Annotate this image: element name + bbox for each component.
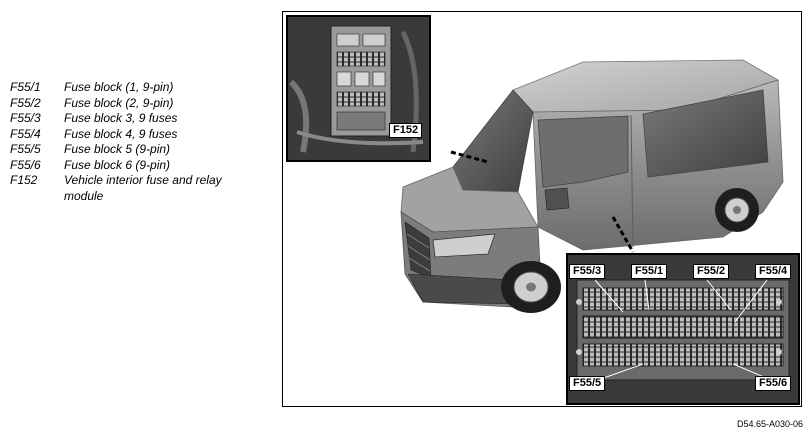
legend-desc: Fuse block 5 (9-pin) (64, 142, 171, 156)
callout-f152: F152 (389, 123, 423, 138)
legend-row: F55/2 Fuse block (2, 9-pin) (10, 96, 260, 112)
legend-desc: Fuse block (2, 9-pin) (64, 95, 174, 110)
legend-code: F55/4 (10, 126, 41, 141)
legend-row: F55/4 Fuse block 4, 9 fuses (10, 127, 260, 143)
legend-row: F55/1 Fuse block (1, 9-pin) (10, 80, 260, 96)
legend-desc: Fuse block (1, 9-pin) (64, 80, 174, 94)
legend-code: F55/2 (10, 95, 41, 110)
legend-code: F55/6 (10, 157, 41, 172)
legend-row: F55/6 Fuse block 6 (9-pin) (10, 158, 260, 174)
f152-inset (286, 15, 431, 162)
legend-row: F152 Vehicle interior fuse and relay mod… (10, 173, 260, 204)
legend-code: F152 (10, 173, 38, 187)
legend-row: F55/5 Fuse block 5 (9-pin) (10, 142, 260, 158)
callout-f55-3: F55/3 (569, 264, 606, 279)
callout-f55-5: F55/5 (569, 376, 606, 391)
callout-f55-4: F55/4 (755, 264, 792, 279)
legend-row: F55/3 Fuse block 3, 9 fuses (10, 111, 260, 127)
legend-code: F55/3 (10, 111, 41, 125)
legend-code: F55/1 (10, 80, 41, 94)
document-id: D54.65-A030-06 (736, 419, 803, 429)
van-illustration (286, 15, 800, 405)
callout-f55-6: F55/6 (755, 376, 792, 391)
legend-list: F55/1 Fuse block (1, 9-pin) F55/2 Fuse b… (10, 80, 260, 204)
figure-frame: F152 F55/3 F55/1 F55/2 F55/4 F55/5 F55/6 (282, 11, 802, 407)
callout-f55-1: F55/1 (631, 264, 668, 279)
legend-code: F55/5 (10, 142, 41, 156)
legend-desc: Fuse block 3, 9 fuses (64, 111, 178, 125)
legend-desc: Fuse block 6 (9-pin) (64, 157, 171, 172)
legend-desc: Vehicle interior fuse and relay module (64, 173, 222, 203)
callout-f55-2: F55/2 (693, 264, 730, 279)
legend-desc: Fuse block 4, 9 fuses (64, 126, 178, 141)
